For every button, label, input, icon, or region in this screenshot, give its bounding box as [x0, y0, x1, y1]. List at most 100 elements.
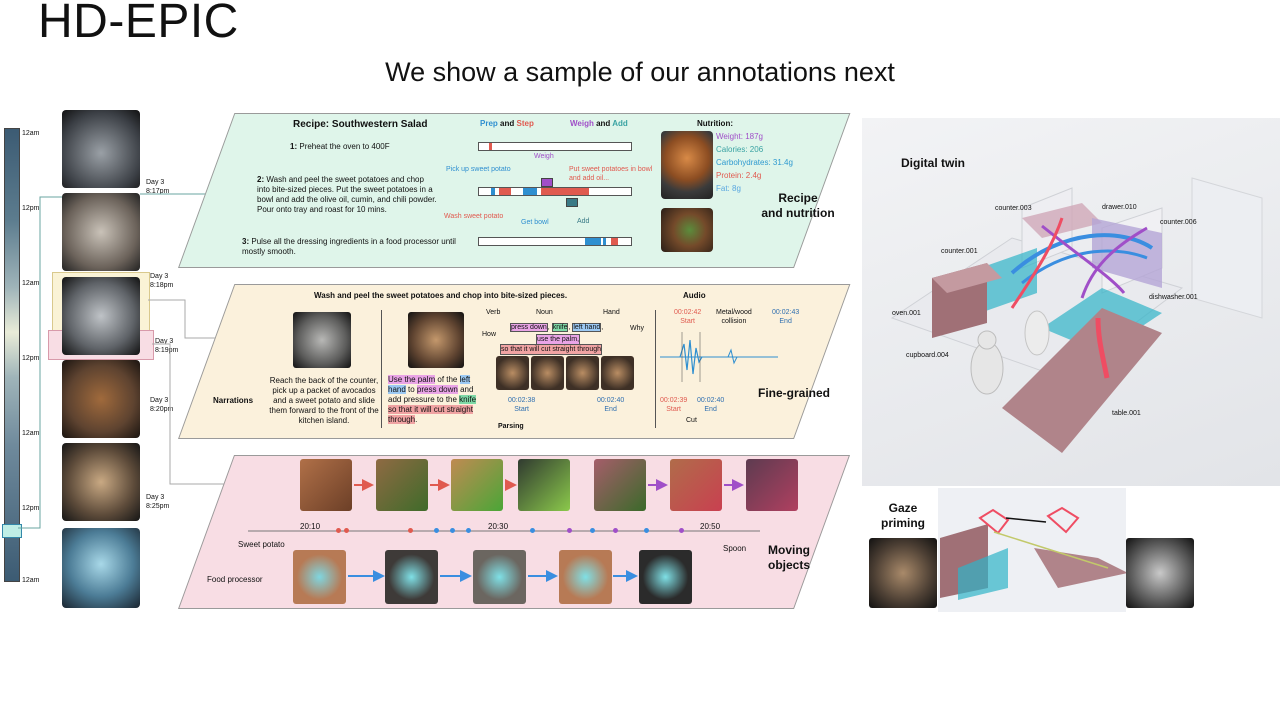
audio-start: 00:02:42 Start: [674, 308, 701, 326]
gaze-label: Gaze priming: [881, 501, 925, 530]
recipe-step-3: 3: Pulse all the dressing ingredients in…: [242, 237, 457, 257]
video-frame: [594, 459, 646, 511]
phrase-text: of the: [435, 375, 460, 384]
video-frame[interactable]: [62, 277, 140, 355]
step-text: Preheat the oven to 400F: [299, 142, 390, 151]
phrase-noun: knife: [459, 395, 477, 404]
ann-put: Put sweet potatoes in bowl and add oil..…: [569, 166, 653, 182]
video-frame: [385, 550, 438, 604]
audio-label: Audio: [683, 291, 706, 300]
timeline-tick: 12am: [22, 130, 40, 137]
legend-and: and: [500, 119, 515, 128]
timeline-tick: 12pm: [22, 205, 40, 212]
recipe-step-2: 2: Wash and peel the sweet potatoes and …: [257, 175, 437, 215]
ann-getbowl: Get bowl: [521, 219, 549, 226]
fine-heading: Wash and peel the sweet potatoes and cho…: [314, 291, 568, 300]
legend-prep: Prep: [480, 119, 498, 128]
parse-start: 00:02:38 Start: [508, 396, 535, 414]
step-number: 1:: [290, 142, 298, 151]
time-label: Start: [514, 406, 530, 413]
step1-bar: [478, 142, 632, 151]
timeline-bar: [4, 128, 20, 582]
recipe-label: Recipe and nutrition: [761, 191, 835, 220]
video-frame: [518, 459, 570, 511]
scale-image: [661, 131, 713, 199]
time-marker: 20:50: [700, 522, 721, 531]
step-text: Pulse all the dressing ingredients in a …: [242, 237, 456, 256]
parse-why-label: Why: [630, 325, 644, 332]
divider: [655, 310, 656, 428]
event-dot: [344, 528, 349, 533]
timeline-tick: 12am: [22, 430, 40, 437]
phrase-text: .: [415, 415, 418, 424]
timestamp: Day 3 8:19pm: [155, 338, 179, 354]
timestamp: Day 3 8:18pm: [150, 273, 174, 289]
timeline-tick: 12am: [22, 280, 40, 287]
video-frame[interactable]: [62, 443, 140, 521]
phrase-text: and add pressure to the: [388, 385, 474, 404]
video-frame[interactable]: [62, 193, 140, 271]
object-label-spoon: Spoon: [723, 544, 747, 553]
parse-row-1: press down, knife, left hand,: [510, 323, 604, 332]
nutrition-title: Nutrition:: [697, 119, 733, 128]
video-frame: [293, 550, 346, 604]
page-title: HD-EPIC: [38, 0, 239, 48]
parse-noun-label: Noun: [536, 309, 553, 316]
parsing-label: Parsing: [498, 423, 524, 430]
time-label: End: [604, 406, 617, 413]
phrase-hand: left hand: [572, 323, 602, 332]
audio-event: Metal/wood collision: [716, 309, 752, 325]
video-frame[interactable]: [62, 110, 140, 188]
digital-twin-scene: [890, 177, 1263, 453]
ann-wash: Wash sweet potato: [444, 213, 504, 220]
phrase-verb: press down: [416, 385, 458, 394]
page-subtitle: We show a sample of our annotations next: [385, 57, 895, 87]
parse-image: [408, 312, 464, 368]
food-processor-frames: [293, 550, 693, 604]
gaze-frame-left: [869, 538, 937, 608]
divider: [381, 310, 382, 428]
event-dot: [450, 528, 455, 533]
object-label-sweet-potato: Sweet potato: [238, 540, 285, 549]
parse-end: 00:02:40 End: [597, 396, 624, 414]
video-frame: [451, 459, 503, 511]
recipe-legend-2: Weigh and Add: [570, 119, 628, 128]
nutrition-item: Calories: 206: [716, 145, 764, 154]
video-frame: [639, 550, 692, 604]
video-frame: [300, 459, 352, 511]
timestamp: Day 3 8:17pm: [146, 179, 170, 195]
time-value: 00:02:39: [660, 397, 688, 404]
cut-end: 00:02:40 End: [697, 396, 724, 414]
time-label: End: [704, 406, 717, 413]
video-frame[interactable]: [62, 360, 140, 438]
time-marker: 20:30: [488, 522, 509, 531]
ann-add: Add: [577, 218, 590, 225]
phrase-why: so that it will cut straight through: [500, 344, 602, 355]
legend-add: Add: [612, 119, 628, 128]
time-marker: 20:10: [300, 522, 321, 531]
video-frame: [670, 459, 722, 511]
twin-label-dishwasher001: dishwasher.001: [1149, 294, 1198, 301]
time-value: 00:02:40: [597, 397, 625, 404]
time-label: Start: [680, 318, 696, 325]
time-value: 00:02:42: [674, 309, 702, 316]
event-dot: [408, 528, 413, 533]
video-frame: [559, 550, 612, 604]
parse-how-label: How: [482, 331, 497, 338]
time-value: 00:02:38: [508, 397, 536, 404]
event-dot: [613, 528, 618, 533]
time-label: Start: [666, 406, 682, 413]
video-frame: [566, 356, 599, 390]
twin-label-counter006: counter.006: [1160, 219, 1197, 226]
video-frame[interactable]: [62, 528, 140, 608]
twin-label-drawer010: drawer.010: [1102, 204, 1137, 211]
nutrition-item: Weight: 187g: [716, 132, 763, 141]
step-number: 2:: [257, 175, 265, 184]
moving-label: Moving objects: [767, 543, 810, 572]
twin-label-table001: table.001: [1112, 410, 1141, 417]
legend-and-2: and: [596, 119, 611, 128]
phrase-how: Use the palm: [388, 375, 436, 384]
gaze-frame-right: [1126, 538, 1194, 608]
recipe-legend: Prep and Step: [480, 119, 534, 128]
